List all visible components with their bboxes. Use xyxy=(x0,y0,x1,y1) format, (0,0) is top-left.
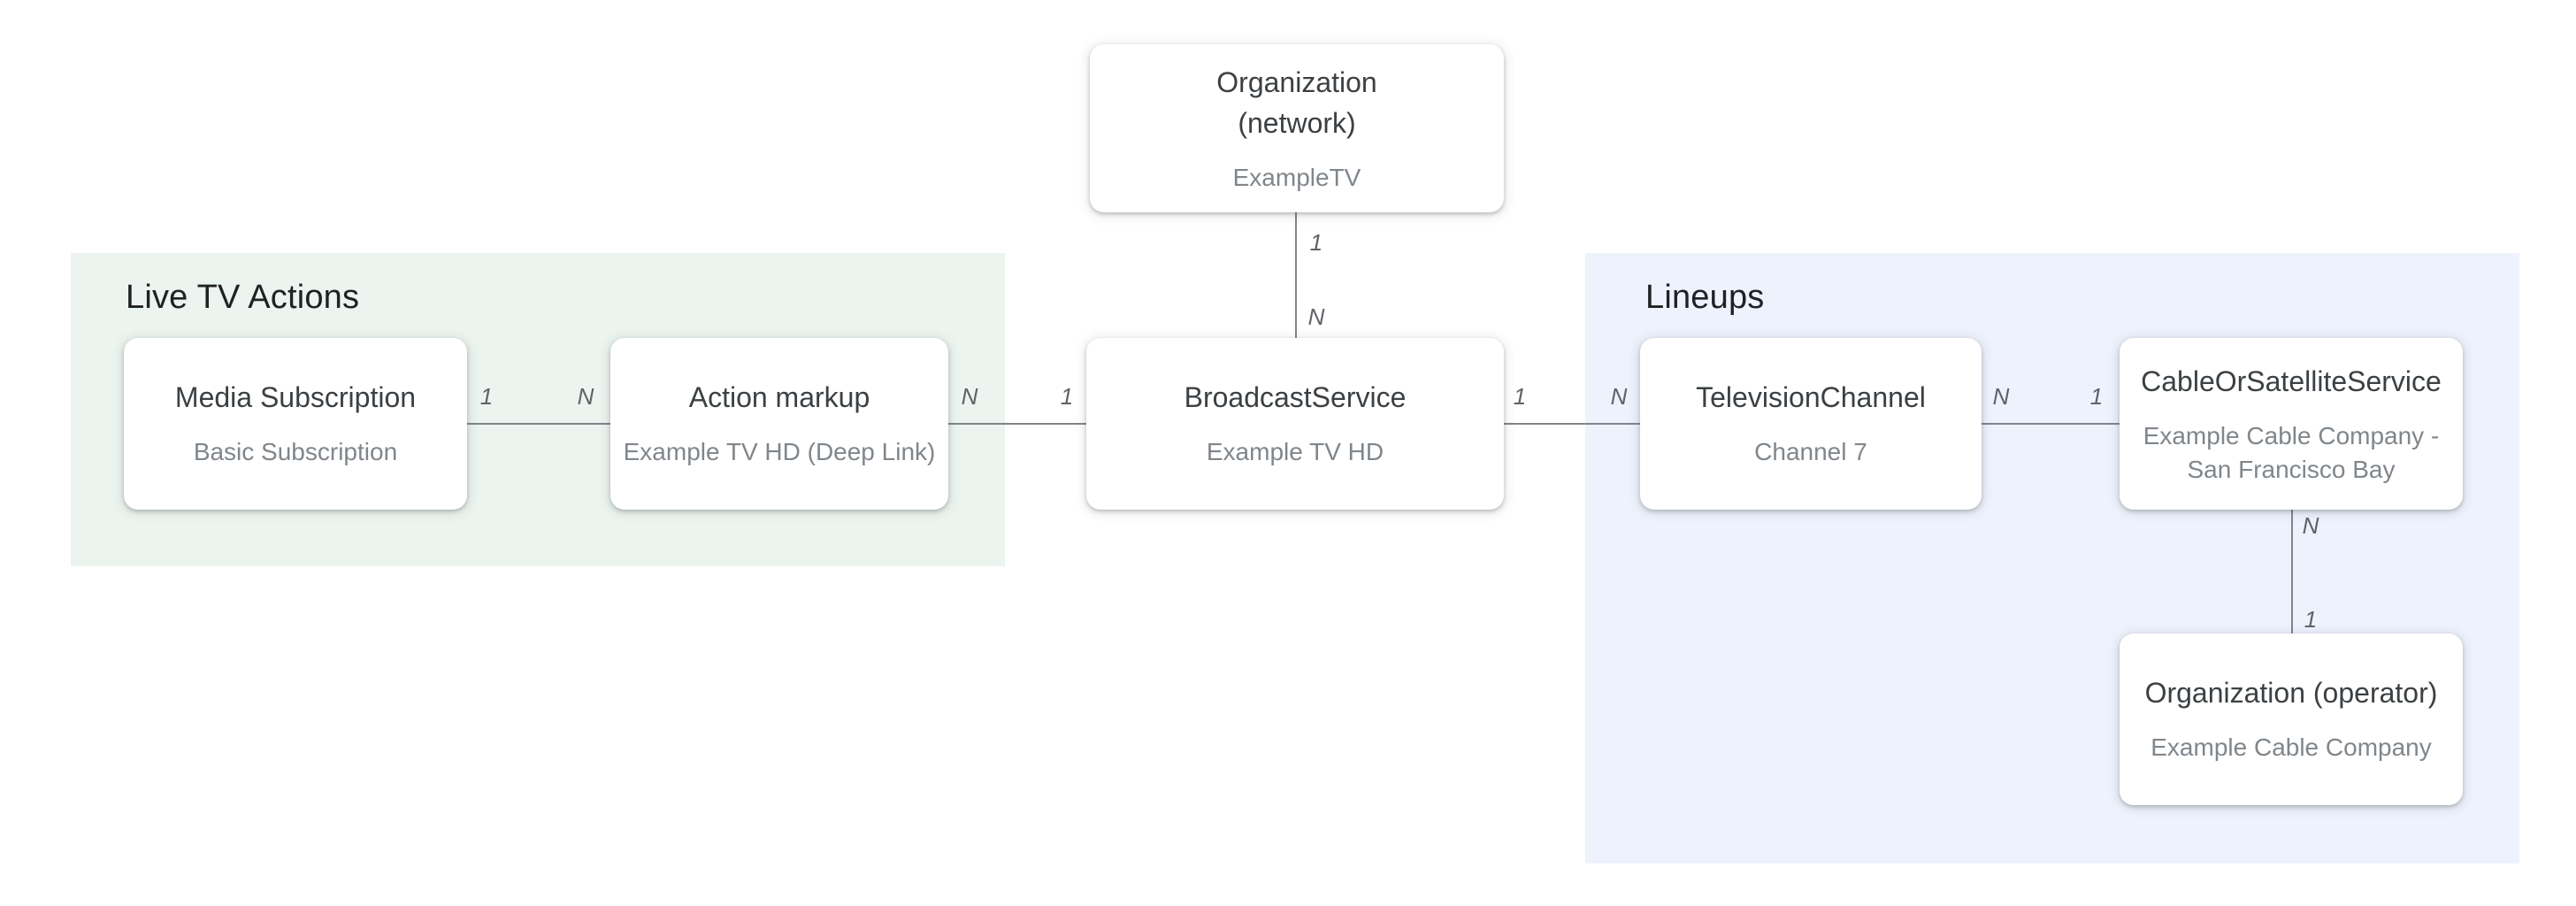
node-title: CableOrSatelliteService xyxy=(2141,367,2442,397)
cardinality-label: N xyxy=(961,383,978,410)
cardinality-label: 1 xyxy=(479,383,494,410)
cardinality-label: 1 xyxy=(1060,383,1074,410)
edge-media-subscription-action-markup xyxy=(467,423,610,425)
node-title: BroadcastService xyxy=(1184,384,1407,414)
cardinality-label: N xyxy=(1610,383,1628,410)
cardinality-label: N xyxy=(1307,303,1325,330)
node-broadcast-service: BroadcastService Example TV HD xyxy=(1086,338,1504,510)
cardinality-label: 1 xyxy=(2089,383,2104,410)
cardinality-label: 1 xyxy=(2304,606,2318,633)
node-subtitle: Example Cable Company - San Francisco Ba… xyxy=(2143,420,2440,482)
node-subtitle: ExampleTV xyxy=(1232,162,1361,190)
section-title-lineups: Lineups xyxy=(1645,280,1765,317)
node-title: Media Subscription xyxy=(174,384,417,414)
node-subtitle: Example Cable Company xyxy=(2150,733,2432,761)
node-title: Organization (network) xyxy=(1216,68,1377,139)
node-media-subscription: Media Subscription Basic Subscription xyxy=(124,338,467,510)
section-title-live-tv-actions: Live TV Actions xyxy=(126,280,360,317)
node-title: Action markup xyxy=(688,384,870,414)
node-action-markup: Action markup Example TV HD (Deep Link) xyxy=(610,338,948,510)
node-subtitle: Channel 7 xyxy=(1754,437,1867,465)
node-organization-network: Organization (network) ExampleTV xyxy=(1090,44,1504,212)
node-organization-operator: Organization (operator) Example Cable Co… xyxy=(2120,633,2463,805)
node-title: Organization (operator) xyxy=(2144,680,2438,710)
node-subtitle: Example TV HD (Deep Link) xyxy=(623,437,936,465)
cardinality-label: N xyxy=(577,383,594,410)
node-title: TelevisionChannel xyxy=(1696,384,1926,414)
node-television-channel: TelevisionChannel Channel 7 xyxy=(1640,338,1982,510)
cardinality-label: N xyxy=(2302,512,2319,539)
edge-broadcast-service-television-channel xyxy=(1504,423,1640,425)
edge-television-channel-cable-satellite xyxy=(1982,423,2120,425)
cardinality-label: N xyxy=(1992,383,2010,410)
edge-action-markup-broadcast-service xyxy=(948,423,1086,425)
node-subtitle: Example TV HD xyxy=(1206,437,1384,465)
cardinality-label: 1 xyxy=(1309,229,1323,256)
cardinality-label: 1 xyxy=(1513,383,1527,410)
node-subtitle: Basic Subscription xyxy=(193,437,398,465)
node-cable-or-satellite-service: CableOrSatelliteService Example Cable Co… xyxy=(2120,338,2463,510)
edge-organization-network-broadcast-service xyxy=(1295,212,1297,338)
edge-cable-satellite-organization-operator xyxy=(2291,510,2293,633)
